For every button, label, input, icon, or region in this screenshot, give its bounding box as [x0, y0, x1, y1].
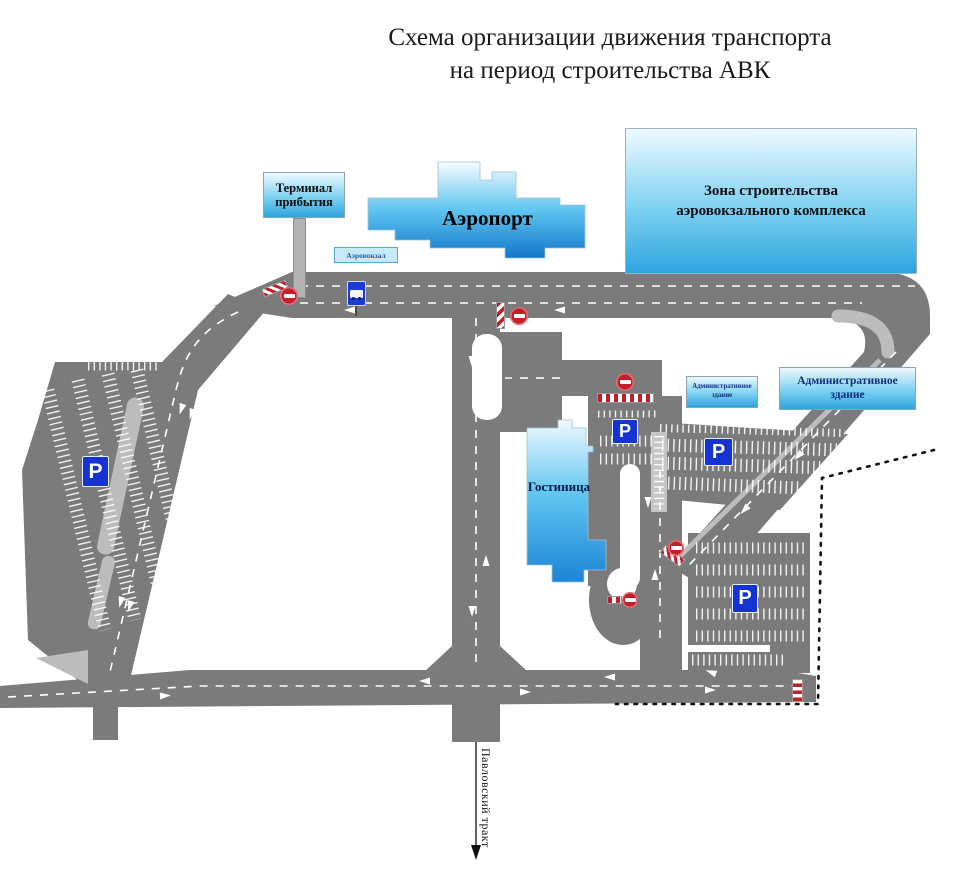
- construction-zone-block: Зона строительства аэровокзального компл…: [625, 128, 917, 274]
- hotel-building-shape: [526, 419, 607, 583]
- striped-barrier: [607, 596, 622, 604]
- admin-building-large: Административное здание: [779, 367, 916, 410]
- road-network: [0, 272, 930, 742]
- parking-stall-markings: [41, 361, 846, 666]
- parking-sign-middle-lot: P: [704, 438, 733, 466]
- admin-building-small: Административное здание: [686, 376, 758, 408]
- traffic-islands: [472, 334, 770, 652]
- pavlovsky-trakt-arrow: [471, 742, 481, 860]
- no-entry-sign: [668, 540, 684, 556]
- bottom-road-label: Павловский тракт: [479, 748, 493, 848]
- parking-sign-left-lot: P: [82, 456, 109, 487]
- parking-letter: P: [618, 421, 631, 441]
- construction-zone-label: Зона строительства аэровокзального компл…: [676, 182, 866, 219]
- bus-pictogram: [350, 289, 363, 300]
- parking-letter: P: [88, 459, 103, 483]
- no-entry-sign: [622, 592, 638, 608]
- page-title: Схема организации движения транспорта на…: [250, 22, 960, 87]
- airport-building-shape: [367, 161, 586, 259]
- no-entry-sign: [280, 287, 298, 305]
- striped-barrier: [792, 679, 803, 702]
- arrival-terminal-label: Терминал прибытия: [275, 180, 333, 209]
- construction-boundary-dotted-line: [614, 448, 936, 706]
- terminal-sign-post: [293, 218, 306, 298]
- no-entry-sign: [510, 307, 528, 325]
- no-entry-sign: [616, 373, 634, 391]
- arrival-terminal-sign: Терминал прибытия: [263, 172, 345, 218]
- parking-sign-lower-lot: P: [732, 584, 758, 613]
- bus-stop-sign-icon: [347, 281, 366, 306]
- bus-stop-name-sign: Аэровокзал: [334, 247, 398, 263]
- admin-building-large-label: Административное здание: [797, 374, 898, 401]
- striped-barrier: [597, 393, 654, 403]
- admin-building-small-label: Административное здание: [692, 383, 752, 399]
- bus-stop-sign-pole: [355, 306, 357, 316]
- title-line-2: на период строительства АВК: [449, 56, 771, 84]
- title-line-1: Схема организации движения транспорта: [388, 24, 832, 51]
- parking-sign-hotel-lot: P: [612, 419, 638, 444]
- airport-label: Аэропорт: [442, 206, 533, 230]
- parking-letter: P: [738, 587, 752, 609]
- hotel-label: Гостиница: [527, 479, 591, 494]
- direction-arrows: [118, 306, 805, 700]
- striped-barrier: [496, 302, 505, 329]
- parking-letter: P: [711, 440, 726, 463]
